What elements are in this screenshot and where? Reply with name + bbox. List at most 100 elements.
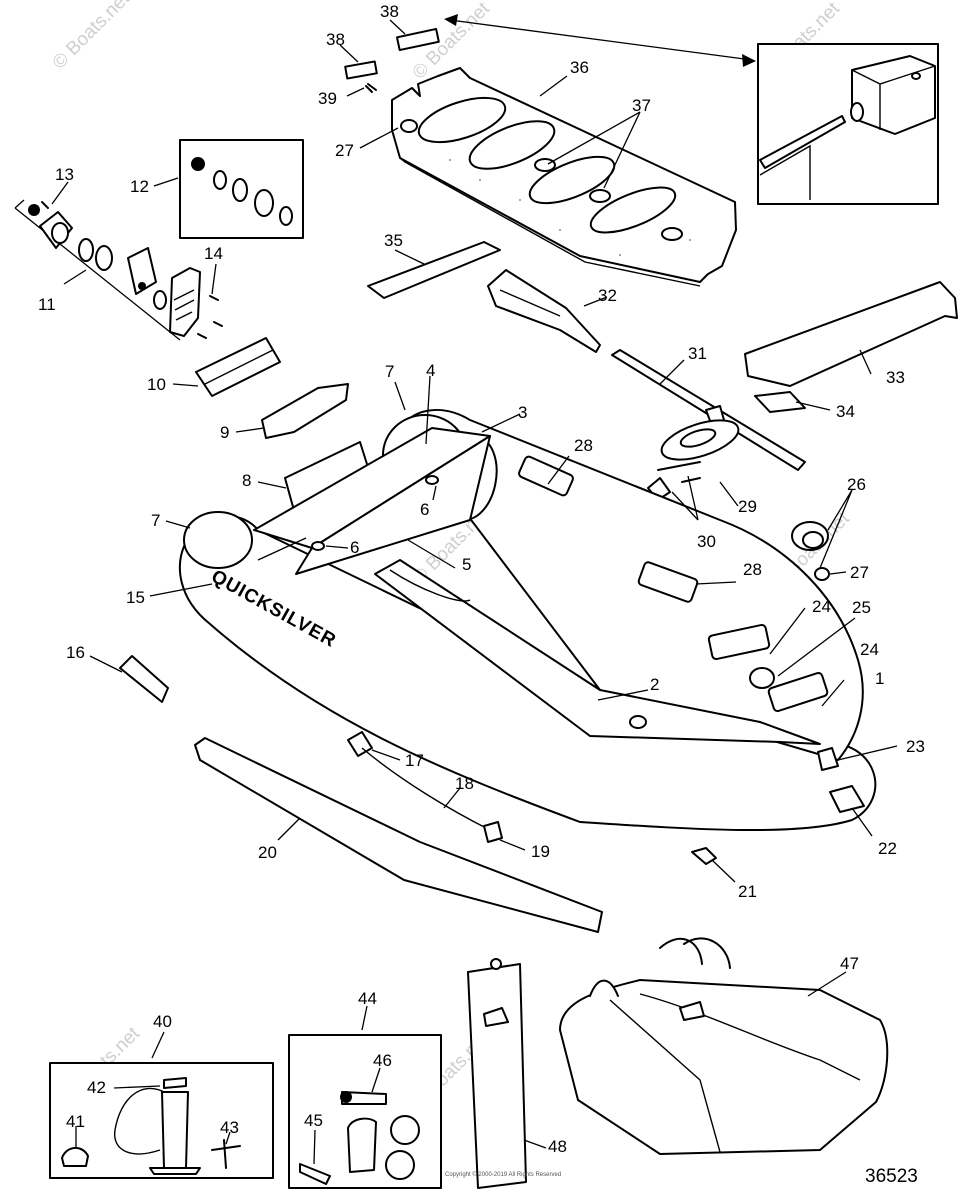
callout-22: 22 xyxy=(878,839,897,858)
callout-39: 39 xyxy=(318,89,337,108)
callout-28: 28 xyxy=(574,436,593,455)
valve-seal-kit xyxy=(179,139,304,239)
floor-strip xyxy=(367,241,501,299)
seat-bracket xyxy=(754,391,806,413)
callout-36: 36 xyxy=(570,58,589,77)
callout-1: 1 xyxy=(875,669,884,688)
floorboard-connector xyxy=(344,60,378,80)
callout-10: 10 xyxy=(147,375,166,394)
callout-31: 31 xyxy=(688,344,707,363)
callout-20: 20 xyxy=(258,843,277,862)
callout-41: 41 xyxy=(66,1112,85,1131)
valve-cap xyxy=(814,567,830,581)
callout-23: 23 xyxy=(906,737,925,756)
inflatable-hull: QUICKSILVER xyxy=(178,408,877,832)
inflation-valve xyxy=(749,667,775,689)
callout-18: 18 xyxy=(455,774,474,793)
figure-number: 36523 xyxy=(865,1166,918,1187)
lifeline-patch xyxy=(483,821,503,843)
oar-blade xyxy=(487,269,601,353)
drain-cup xyxy=(691,847,717,865)
callout-12: 12 xyxy=(130,177,149,196)
callout-42: 42 xyxy=(87,1078,106,1097)
callout-6: 6 xyxy=(420,500,429,519)
callout-35: 35 xyxy=(384,231,403,250)
callout-5: 5 xyxy=(462,555,471,574)
carry-bag xyxy=(559,937,889,1155)
lifeline-patch xyxy=(347,731,373,757)
callout-46: 46 xyxy=(373,1051,392,1070)
rub-strip xyxy=(194,737,603,933)
callout-44: 44 xyxy=(358,989,377,1008)
callout-16: 16 xyxy=(66,643,85,662)
callout-26: 26 xyxy=(847,475,866,494)
handle-grip xyxy=(637,561,699,603)
logo-patch xyxy=(817,747,839,771)
callout-21: 21 xyxy=(738,882,757,901)
callout-43: 43 xyxy=(220,1118,239,1137)
callout-33: 33 xyxy=(886,368,905,387)
carry-handle xyxy=(119,655,169,703)
handle-grip xyxy=(707,623,771,661)
callout-38: 38 xyxy=(380,2,399,21)
arrowhead xyxy=(742,54,756,67)
callout-32: 32 xyxy=(598,286,617,305)
callout-9: 9 xyxy=(220,423,229,442)
callout-11: 11 xyxy=(38,295,56,314)
callout-4: 4 xyxy=(426,361,435,380)
floorboard-connector xyxy=(395,27,440,52)
connector-detail-inset xyxy=(757,43,939,205)
transom-cover xyxy=(261,383,349,439)
valve-inner xyxy=(802,531,824,549)
callout-40: 40 xyxy=(153,1012,172,1031)
oarlock-pin xyxy=(657,461,701,483)
watermark: © Boats.net xyxy=(49,0,135,74)
callout-30: 30 xyxy=(697,532,716,551)
callout-17: 17 xyxy=(405,751,424,770)
bow-d-ring xyxy=(829,785,865,813)
handle-grip xyxy=(518,455,574,497)
oarlock-inner xyxy=(679,428,717,448)
callout-7: 7 xyxy=(151,511,160,530)
callout-38: 38 xyxy=(326,30,345,49)
repair-kit xyxy=(288,1034,442,1189)
oar-blade-ridge xyxy=(499,289,561,317)
callout-29: 29 xyxy=(738,497,757,516)
callout-19: 19 xyxy=(531,842,550,861)
callout-27: 27 xyxy=(850,563,869,582)
callout-47: 47 xyxy=(840,954,859,973)
handle-grip xyxy=(767,671,829,713)
callout-28: 28 xyxy=(743,560,762,579)
copyright-text: Copyright © 2000-2019 All Rights Reserve… xyxy=(445,1171,561,1178)
callout-37: 37 xyxy=(632,96,651,115)
storage-bag: Copyright © 2000-2019 All Rights Reserve… xyxy=(445,958,561,1189)
callout-6: 6 xyxy=(350,538,359,557)
valve-assembly xyxy=(14,199,223,341)
callout-7: 7 xyxy=(385,362,394,381)
screw xyxy=(365,83,377,93)
leader-lines xyxy=(51,19,898,1165)
callout-34: 34 xyxy=(836,402,855,421)
callout-8: 8 xyxy=(242,471,251,490)
callout-27: 27 xyxy=(335,141,354,160)
screw xyxy=(41,201,49,209)
callout-13: 13 xyxy=(55,165,74,184)
floorboard xyxy=(391,67,737,287)
leader-line xyxy=(449,19,753,61)
arrowhead xyxy=(444,14,458,26)
callout-15: 15 xyxy=(126,588,145,607)
callout-14: 14 xyxy=(204,244,223,263)
callout-45: 45 xyxy=(304,1111,323,1130)
callout-2: 2 xyxy=(650,675,659,694)
callout-3: 3 xyxy=(518,403,527,422)
lifeline-rope xyxy=(361,747,491,831)
callout-labels: 1 2 3 4 5 6 6 7 7 8 9 10 11 12 13 14 15 … xyxy=(38,2,925,1156)
callout-24: 24 xyxy=(812,597,831,616)
cover-strip-fold xyxy=(204,349,274,385)
pump-kit xyxy=(49,1062,274,1179)
seat xyxy=(744,281,958,387)
callout-24: 24 xyxy=(860,640,879,659)
callout-48: 48 xyxy=(548,1137,567,1156)
callout-25: 25 xyxy=(852,598,871,617)
